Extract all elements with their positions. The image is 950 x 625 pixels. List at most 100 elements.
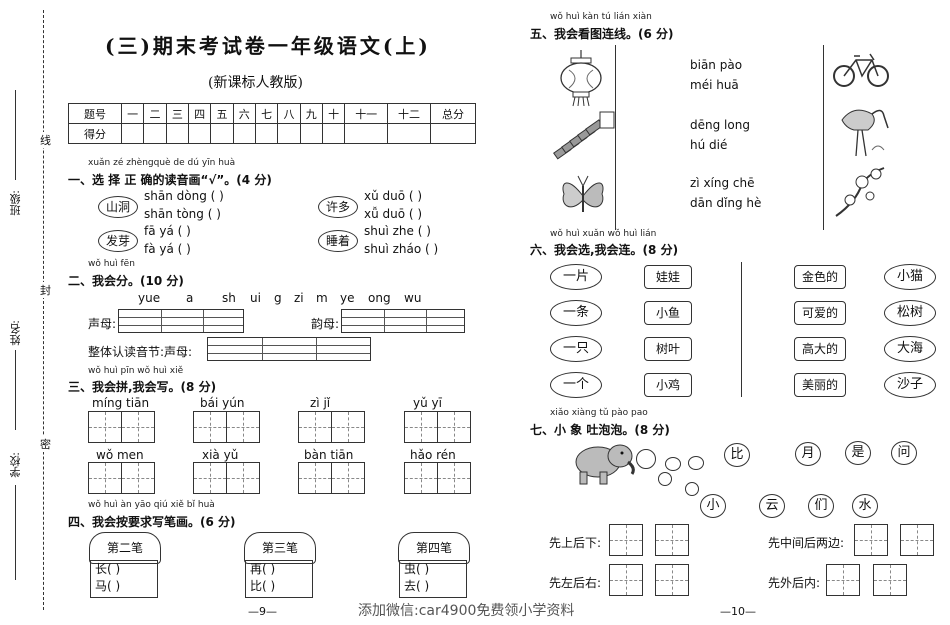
s7-writing-box[interactable] [655,524,689,556]
s6-adjective-box[interactable]: 高大的 [794,337,846,361]
s4-stroke-label: 第四笔 [415,541,452,555]
s1-option[interactable]: fā yá ( ) [144,224,191,238]
s6-noun-box[interactable]: 小鱼 [644,301,692,325]
s6-noun-box[interactable]: 小鸡 [644,373,692,397]
s5-word[interactable]: biān pào [690,58,743,72]
s3-writing-box[interactable] [404,462,438,494]
score-input[interactable] [165,123,189,144]
s6-adjective-box[interactable]: 美丽的 [794,373,846,397]
s5-word[interactable]: méi huā [690,78,739,92]
s2-shengmu-lines[interactable] [118,309,244,333]
s3-writing-box[interactable] [121,462,155,494]
s1-option[interactable]: xǔ duō ( ) [364,189,423,203]
s3-writing-box[interactable] [298,411,332,443]
s7-character-bubble[interactable]: 是 [845,441,871,465]
s6-noun-leaf[interactable]: 小猫 [884,264,936,290]
s6-noun-box[interactable]: 树叶 [644,337,692,361]
score-input[interactable] [120,123,145,144]
score-input[interactable] [430,123,476,144]
s7-writing-box[interactable] [900,524,934,556]
s3-writing-box[interactable] [437,462,471,494]
score-input[interactable] [210,123,234,144]
s7-writing-box[interactable] [609,524,643,556]
s2-letter: sh [222,291,236,305]
s7-character-bubble[interactable]: 问 [891,441,917,465]
score-input[interactable] [143,123,167,144]
s1-option[interactable]: fà yá ( ) [144,242,191,256]
s6-adjective-box[interactable]: 可爱的 [794,301,846,325]
s5-word[interactable]: zì xíng chē [690,176,755,190]
binding-mi: 密 [40,436,51,452]
s6-noun-leaf[interactable]: 松树 [884,300,936,326]
s6-noun-box[interactable]: 娃娃 [644,265,692,289]
s4-answer-box[interactable]: 长( ) 马( ) [90,560,158,598]
s4-stroke-cloud: 第四笔 [398,532,470,564]
score-table-header-row: 题号 一 二 三 四 五 六 七 八 九 十 十一 十二 总分 [68,103,476,124]
s7-character-bubble[interactable]: 比 [724,443,750,467]
score-input[interactable] [232,123,256,144]
s3-writing-box[interactable] [88,411,122,443]
school-line [15,485,16,580]
s5-word[interactable]: hú dié [690,138,728,152]
s6-measure-leaf[interactable]: 一片 [550,264,602,290]
s5-word[interactable]: dēng long [690,118,750,132]
s7-character-bubble[interactable]: 云 [759,494,785,518]
s7-character-bubble[interactable]: 小 [700,494,726,518]
s1-word-oval: 许多 [318,196,358,218]
s1-option[interactable]: shuì zháo ( ) [364,242,439,256]
s2-yunmu-lines[interactable] [341,309,465,333]
s7-pinyin: xiǎo xiàng tǔ pào pao [550,408,648,418]
score-input[interactable] [254,123,279,144]
s1-word: 山洞 [105,200,130,214]
score-input[interactable] [299,123,323,144]
s3-writing-box[interactable] [121,411,155,443]
s1-option[interactable]: shān tòng ( ) [144,207,221,221]
s3-writing-box[interactable] [298,462,332,494]
s3-writing-box[interactable] [331,411,365,443]
s7-writing-box[interactable] [609,564,643,596]
s3-writing-box[interactable] [437,411,471,443]
score-input[interactable] [321,123,346,144]
s5-image-column-left [545,45,616,230]
s2-zhengti-lines[interactable] [207,337,371,361]
s6-noun-leaf[interactable]: 沙子 [884,372,936,398]
s3-writing-box[interactable] [226,462,260,494]
s7-rule-label: 先外后内: [768,576,821,590]
s7-character-bubble[interactable]: 月 [795,442,821,466]
s1-option[interactable]: shān dòng ( ) [144,189,224,203]
score-input[interactable] [344,123,389,144]
s6-measure-leaf[interactable]: 一条 [550,300,602,326]
s7-writing-box[interactable] [854,524,888,556]
s7-rule-label: 先上后下: [549,536,602,550]
s6-measure-leaf[interactable]: 一只 [550,336,602,362]
s4-answer-box[interactable]: 虫( ) 去( ) [399,560,467,598]
score-input[interactable] [187,123,212,144]
s7-writing-box[interactable] [655,564,689,596]
s7-writing-box[interactable] [826,564,860,596]
s3-writing-box[interactable] [226,411,260,443]
s7-writing-box[interactable] [873,564,907,596]
s3-writing-box[interactable] [193,462,227,494]
s5-word[interactable]: dān dǐng hè [690,196,762,210]
s7-character-bubble[interactable]: 们 [808,494,834,518]
s4-answer-box[interactable]: 再( ) 比( ) [245,560,313,598]
s3-writing-box[interactable] [331,462,365,494]
s3-word-pinyin: wǒ men [96,448,144,462]
s7-character-bubble[interactable]: 水 [852,494,878,518]
s3-word-pinyin: bàn tiān [304,448,354,462]
s6-divider [741,262,742,397]
s1-option[interactable]: xǚ duō ( ) [364,207,423,221]
score-input[interactable] [277,123,301,144]
binding-margin: 线 班级: 封 姓名: 密 学校: [0,0,60,625]
s6-noun-leaf[interactable]: 大海 [884,336,936,362]
s6-measure-leaf[interactable]: 一个 [550,372,602,398]
s3-writing-box[interactable] [404,411,438,443]
bicycle-icon [833,53,889,87]
s3-writing-box[interactable] [193,411,227,443]
s6-adjective-box[interactable]: 金色的 [794,265,846,289]
s3-writing-box[interactable] [88,462,122,494]
plum-blossom-icon [835,167,885,217]
score-input[interactable] [387,123,431,144]
s1-option[interactable]: shuì zhe ( ) [364,224,431,238]
score-table: 题号 一 二 三 四 五 六 七 八 九 十 十一 十二 总分 得分 [68,103,476,144]
